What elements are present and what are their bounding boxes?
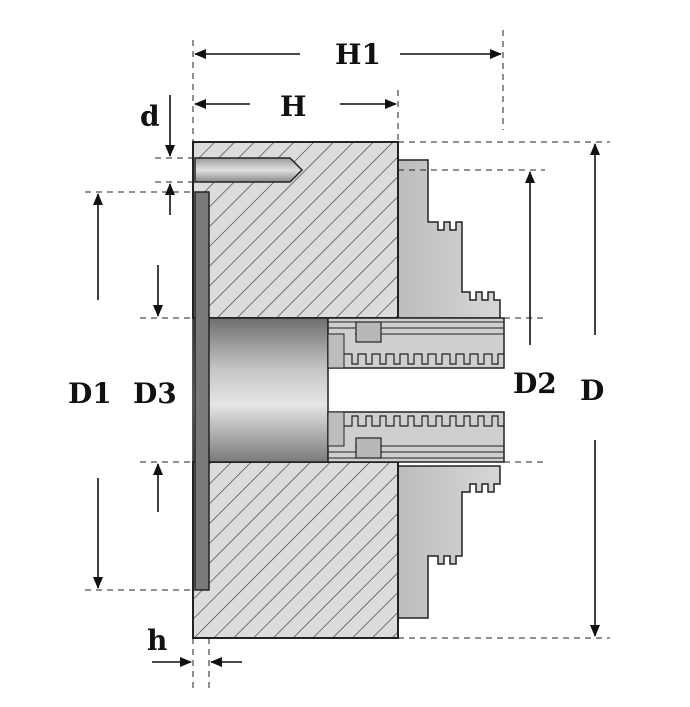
upper-jaw <box>397 159 501 319</box>
label-h: H <box>280 90 306 123</box>
upper-jaw-track <box>327 317 505 369</box>
lower-jaw <box>397 465 501 619</box>
body-lower-section <box>192 461 399 639</box>
label-h-small: h <box>147 624 167 657</box>
lower-jaw-track <box>327 411 505 463</box>
label-d-small: d <box>140 100 160 133</box>
label-d-large: D <box>580 374 604 407</box>
extension-lines <box>85 30 610 688</box>
mounting-plate <box>194 191 210 591</box>
center-bore <box>192 317 329 463</box>
dimension-arrows <box>93 49 600 667</box>
label-d3: D3 <box>133 377 177 410</box>
label-d1: D1 <box>68 377 112 410</box>
bolt-hole <box>194 157 304 183</box>
label-d2: D2 <box>513 367 557 400</box>
label-h1: H1 <box>335 38 381 71</box>
